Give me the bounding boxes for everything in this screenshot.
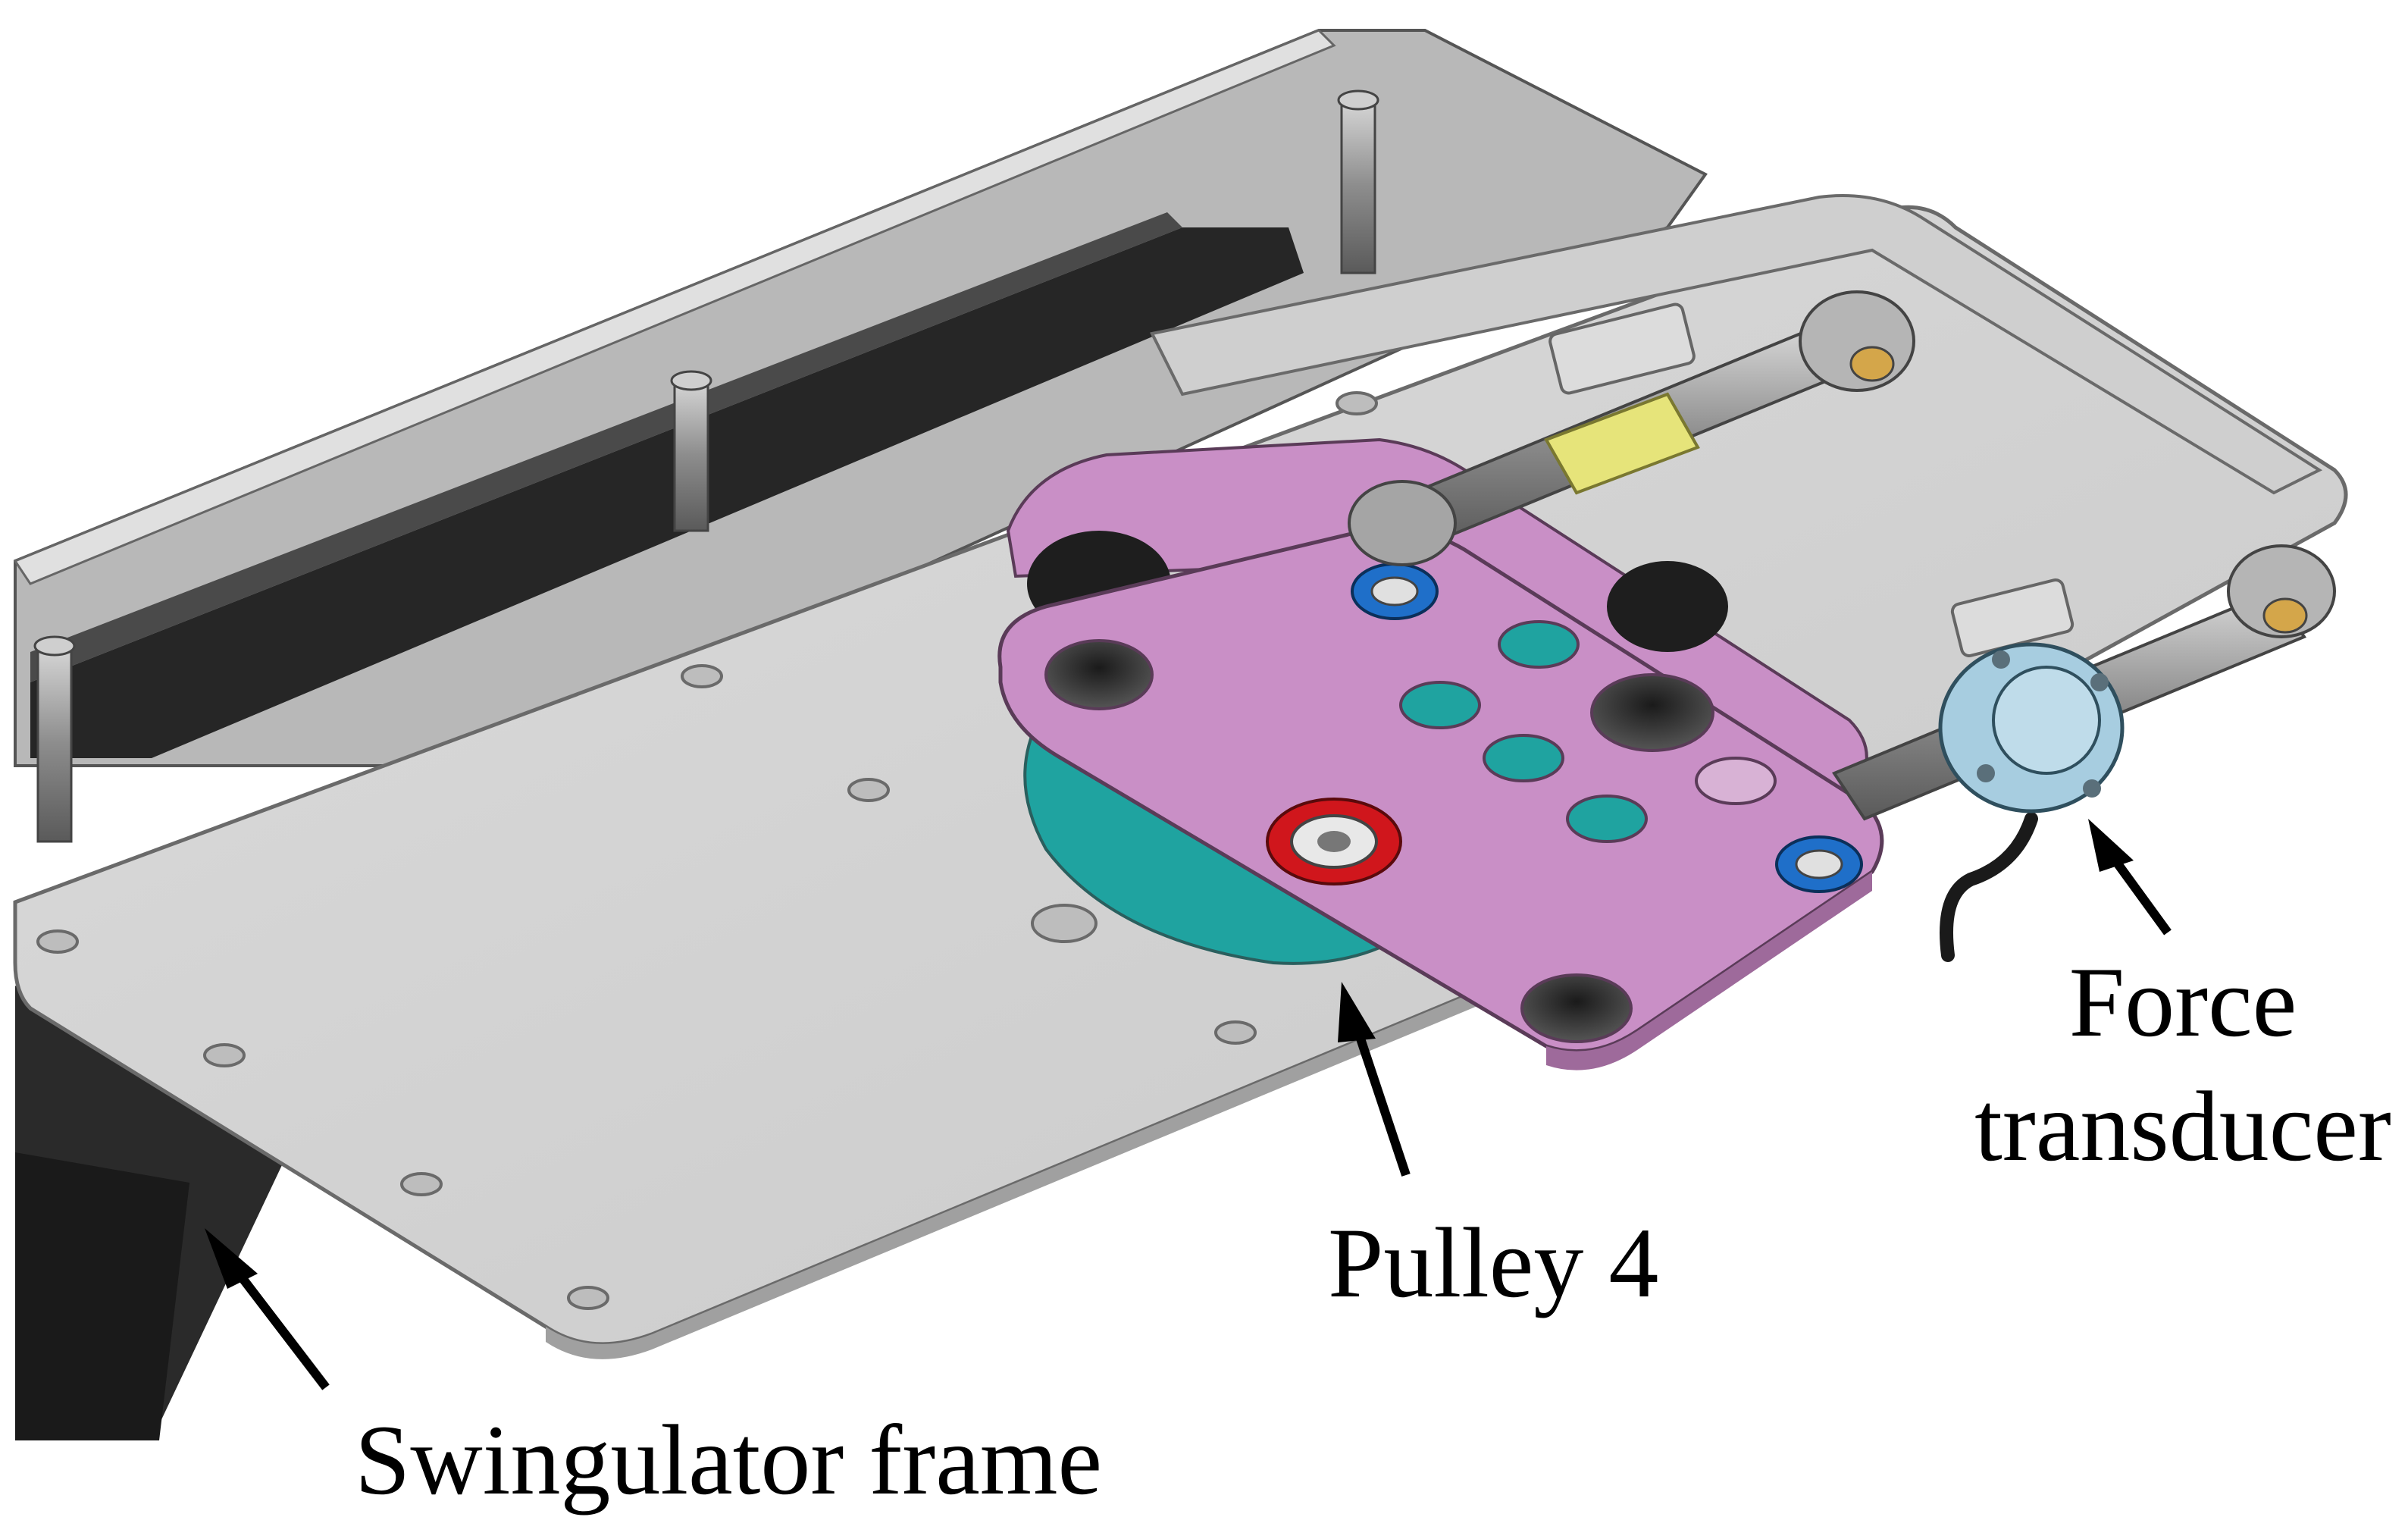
arrow-swingulator-frame bbox=[205, 1228, 330, 1390]
label-force-line2: transducer bbox=[1974, 1070, 2391, 1182]
red-bearing bbox=[1266, 798, 1402, 885]
upper-link-rod bbox=[1348, 290, 1915, 566]
blue-bearing-top bbox=[1351, 563, 1439, 620]
label-force-transducer: Force transducer bbox=[1971, 940, 2395, 1188]
label-force-line1: Force bbox=[2068, 946, 2297, 1058]
label-swingulator-frame: Swingulator frame bbox=[355, 1404, 1103, 1515]
pulley-4-assembly bbox=[997, 437, 1884, 1070]
pulley-plate bbox=[997, 527, 1884, 1054]
label-pulley-4: Pulley 4 bbox=[1328, 1207, 1659, 1318]
arrow-force-transducer bbox=[2088, 819, 2172, 936]
arrow-pulley-4 bbox=[1338, 982, 1411, 1177]
blue-bearing-bottom bbox=[1775, 835, 1863, 893]
swingulator-frame bbox=[13, 29, 1708, 1440]
force-transducer bbox=[1938, 642, 2125, 813]
